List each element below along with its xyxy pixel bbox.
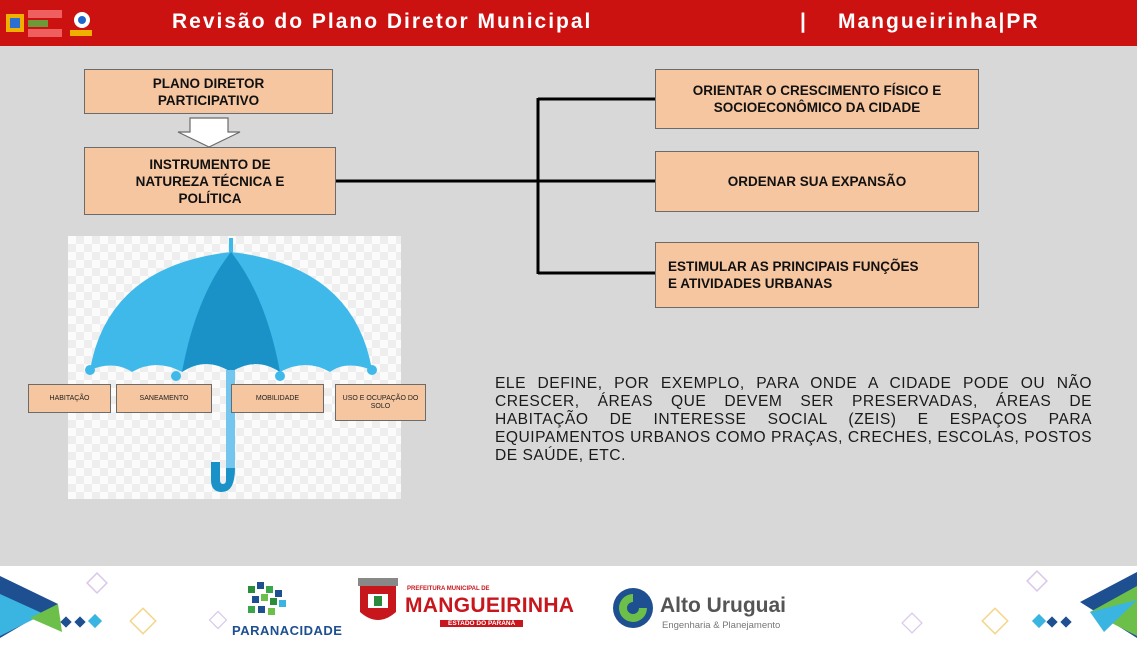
umbrella-label-uso-ocupacao: USO E OCUPAÇÃO DO SOLO — [335, 384, 426, 421]
header-bar: Revisão do Plano Diretor Municipal | Man… — [0, 0, 1137, 46]
umbrella-label-mobilidade: MOBILIDADE — [231, 384, 324, 413]
instrumento-line-2: NATUREZA TÉCNICA E — [135, 173, 285, 189]
footer-decoration — [0, 570, 1137, 638]
objective-3-line-2: E ATIVIDADES URBANAS — [668, 276, 833, 291]
objective-box-1: ORIENTAR O CRESCIMENTO FÍSICO E SOCIOECO… — [655, 69, 979, 129]
objective-3-line-1: ESTIMULAR AS PRINCIPAIS FUNÇÕES — [668, 259, 919, 274]
header-city: Mangueirinha|PR — [838, 10, 1040, 33]
footer: PARANACIDADE PREFEITURA MUNICIPAL DE MAN… — [0, 566, 1137, 645]
objective-2-line-1: ORDENAR SUA EXPANSÃO — [727, 174, 907, 189]
plano-diretor-logo — [6, 10, 92, 37]
header-separator: | — [800, 10, 806, 33]
umbrella-icon — [85, 238, 377, 492]
mangueirinha-text: MANGUEIRINHA — [405, 594, 575, 617]
mangueirinha-crest-icon — [358, 578, 398, 620]
plano-diretor-line-1: PLANO DIRETOR — [152, 75, 265, 91]
objective-1-line-2: SOCIOECONÔMICO DA CIDADE — [713, 100, 921, 115]
estado-text: ESTADO DO PARANÁ — [440, 620, 524, 627]
umbrella-illustration — [68, 236, 401, 499]
objective-box-2: ORDENAR SUA EXPANSÃO — [655, 151, 979, 212]
umbrella-label-habitacao: HABITAÇÃO — [28, 384, 111, 413]
down-arrow-icon — [177, 117, 241, 148]
umbrella-label-saneamento: SANEAMENTO — [116, 384, 212, 413]
instrumento-box: INSTRUMENTO DE NATUREZA TÉCNICA E POLÍTI… — [84, 147, 336, 215]
plano-diretor-line-2: PARTICIPATIVO — [157, 92, 260, 108]
paranacidade-text: PARANACIDADE — [232, 623, 343, 638]
alto-uruguai-text: Alto Uruguai — [660, 594, 786, 617]
alto-uruguai-subtitle: Engenharia & Planejamento — [662, 620, 781, 631]
header-title: Revisão do Plano Diretor Municipal — [172, 10, 593, 33]
instrumento-line-3: POLÍTICA — [178, 190, 242, 206]
plano-diretor-box: PLANO DIRETOR PARTICIPATIVO — [84, 69, 333, 114]
description-paragraph: ELE DEFINE, POR EXEMPLO, PARA ONDE A CID… — [495, 375, 1092, 464]
objective-box-3: ESTIMULAR AS PRINCIPAIS FUNÇÕES E ATIVID… — [655, 242, 979, 308]
paranacidade-logo-icon — [248, 582, 286, 615]
objective-1-line-1: ORIENTAR O CRESCIMENTO FÍSICO E — [692, 83, 942, 98]
prefeitura-small-text: PREFEITURA MUNICIPAL DE — [407, 586, 490, 592]
alto-uruguai-logo-icon — [613, 588, 653, 628]
instrumento-line-1: INSTRUMENTO DE — [149, 156, 271, 172]
